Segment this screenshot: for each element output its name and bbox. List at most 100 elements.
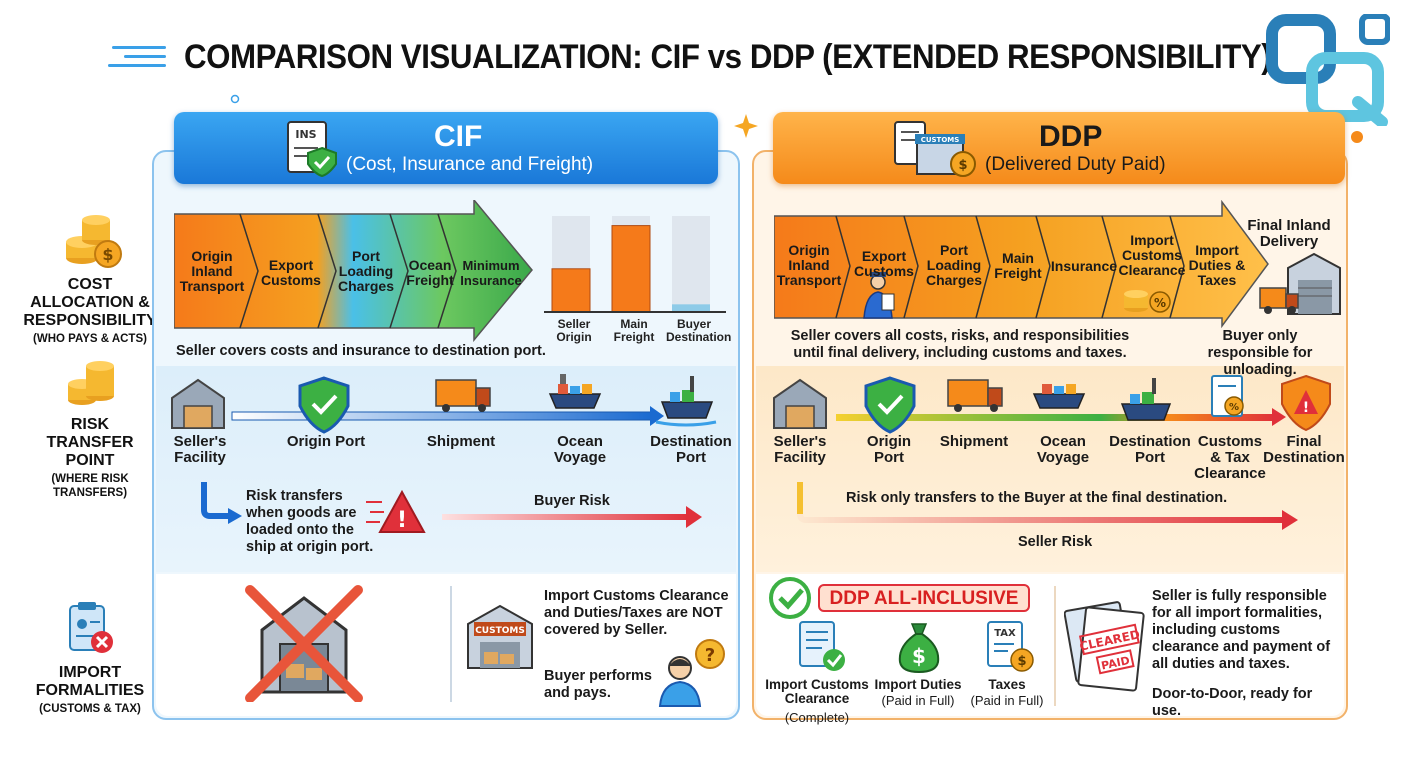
- cif-seg-min-insurance: Minimum Insurance: [460, 258, 522, 288]
- svg-text:%: %: [1229, 402, 1239, 413]
- clipboard-icon: [69, 602, 113, 653]
- svg-text:CUSTOMS: CUSTOMS: [475, 626, 525, 636]
- cif-risk-diagram: !: [171, 374, 717, 533]
- cif-bar-2: [672, 304, 710, 312]
- cif-bar-label-seller: Seller Origin: [556, 317, 592, 344]
- sparkle-icon: [734, 114, 758, 138]
- ddp-step-seller-facility: Seller's Facility: [773, 433, 827, 466]
- shield-check-icon: [864, 376, 916, 434]
- ddp-final-inland: Final Inland Delivery: [1247, 217, 1331, 250]
- tax-receipt-icon: TAX $: [987, 621, 1034, 672]
- warehouse-icon: [773, 378, 827, 429]
- cif-import-divider: [450, 586, 452, 702]
- coin-stack-icon: [68, 361, 114, 405]
- tax-document-icon: %: [1211, 375, 1244, 417]
- ddp-import-note2: Door-to-Door, ready for use.: [1152, 686, 1313, 719]
- cif-bar-1: [611, 225, 651, 313]
- cif-step-shipment: Shipment: [426, 433, 496, 450]
- ddp-item-customs-sub: (Complete): [784, 710, 850, 725]
- delivery-warehouse-icon: [1259, 252, 1341, 315]
- svg-text:PAID: PAID: [1100, 654, 1131, 673]
- customs-office-icon: CUSTOMS: [467, 604, 533, 669]
- customs-officer-icon: [863, 272, 895, 319]
- cif-risk-note: Risk transfers when goods are loaded ont…: [246, 488, 374, 555]
- cif-seg-export-customs: Export Customs: [261, 257, 321, 288]
- cif-header-subtitle: (Cost, Insurance and Freight): [346, 154, 594, 175]
- cleared-paid-documents-icon: CLEARED PAID: [1064, 601, 1145, 692]
- ddp-seg-import-customs: Import Customs Clearance: [1118, 232, 1186, 278]
- row-label-import: IMPORT FORMALITIES: [35, 664, 145, 699]
- svg-text:%: %: [1154, 296, 1166, 310]
- ddp-import-divider: [1054, 586, 1056, 706]
- ddp-seg-origin-inland: Origin Inland Transport: [776, 242, 842, 288]
- ddp-step-destination-port: Destination Port: [1109, 433, 1191, 466]
- ddp-all-inclusive-label: DDP ALL-INCLUSIVE: [829, 588, 1019, 609]
- warning-icon: !: [366, 489, 426, 533]
- svg-text:$: $: [912, 644, 926, 668]
- ddp-risk-diagram: % !: [773, 374, 1331, 530]
- cif-step-seller-facility: Seller's Facility: [173, 433, 227, 466]
- ddp-seller-risk: Seller Risk: [1018, 534, 1093, 550]
- ddp-step-shipment: Shipment: [939, 433, 1009, 450]
- ddp-seg-main-freight: Main Freight: [994, 250, 1042, 281]
- svg-text:TAX: TAX: [994, 628, 1016, 639]
- destination-ship-icon: [1120, 378, 1172, 421]
- ddp-step-ocean-voyage: Ocean Voyage: [1036, 433, 1090, 466]
- ddp-header: CUSTOMS $ DDP (Delivered Duty Paid): [773, 112, 1345, 184]
- ddp-item-duties-sub: (Paid in Full): [881, 693, 955, 708]
- page-title: COMPARISON VISUALIZATION: CIF vs DDP (EX…: [184, 38, 1272, 76]
- svg-text:CUSTOMS: CUSTOMS: [921, 136, 960, 144]
- coins-percent-icon: %: [1124, 290, 1171, 313]
- svg-text:!: !: [1303, 400, 1309, 416]
- cif-bar-0: [551, 268, 591, 313]
- check-circle-icon: [769, 577, 811, 619]
- cif-cost-bars: [544, 216, 726, 313]
- coins-icon: $: [66, 215, 122, 268]
- cif-bar-label-main: Main Freight: [613, 317, 655, 344]
- ddp-step-customs-tax: Customs & Tax Clearance: [1194, 433, 1266, 482]
- ddp-item-customs: Import Customs Clearance: [765, 677, 869, 706]
- ddp-item-taxes-sub: (Paid in Full): [970, 693, 1044, 708]
- money-bag-icon: $: [898, 623, 940, 674]
- ddp-seg-export-customs: Export Customs: [854, 248, 914, 279]
- svg-text:!: !: [397, 508, 407, 533]
- cif-buyer-risk: Buyer Risk: [534, 493, 610, 509]
- cif-step-destination-port: Destination Port: [650, 433, 732, 466]
- cif-seg-ocean-freight: Ocean Freight: [406, 257, 454, 288]
- cif-import-note2: Buyer performs and pays.: [544, 668, 652, 701]
- row-label-cost: COST ALLOCATION & RESPONSIBILITY: [23, 276, 157, 329]
- row-sub-import: (CUSTOMS & TAX): [39, 703, 141, 715]
- dot-icon: [1351, 131, 1363, 143]
- ddp-seg-import-duties: Import Duties & Taxes: [1188, 242, 1246, 288]
- cif-header-title: CIF: [434, 120, 483, 153]
- customs-building-icon: CUSTOMS $: [894, 121, 976, 177]
- ddp-seg-insurance: Insurance: [1050, 258, 1118, 274]
- ddp-buyer-note: Buyer only responsible for unloading.: [1207, 328, 1313, 378]
- row-sub-cost: (WHO PAYS & ACTS): [33, 333, 147, 345]
- cif-cost-arrow: [174, 200, 533, 342]
- destination-ship-icon: [655, 376, 717, 427]
- ddp-seg-port-loading: Port Loading Charges: [925, 242, 983, 288]
- svg-text:INS: INS: [295, 128, 316, 141]
- cif-seg-origin-inland: Origin Inland Transport: [179, 248, 245, 294]
- cif-cost-note: Seller covers costs and insurance to des…: [176, 343, 546, 359]
- ddp-item-duties: Import Duties: [874, 677, 962, 692]
- cif-header: INS CIF (Cost, Insurance and Freight): [174, 112, 718, 184]
- ship-icon: [548, 374, 602, 409]
- ddp-all-inclusive-badge: [818, 584, 1030, 612]
- svg-text:?: ?: [705, 645, 715, 666]
- ddp-risk-note: Risk only transfers to the Buyer at the …: [846, 490, 1228, 506]
- shield-check-icon: [298, 376, 350, 434]
- ddp-cost-note: Seller covers all costs, risks, and resp…: [790, 328, 1130, 361]
- ddp-header-subtitle: (Delivered Duty Paid): [985, 154, 1166, 175]
- buyer-question-icon: ?: [658, 639, 725, 707]
- ddp-step-origin-port: Origin Port: [866, 433, 912, 466]
- cif-bar-label-buyer: Buyer Destination: [666, 317, 732, 344]
- truck-icon: [435, 379, 491, 412]
- crossed-warehouse-icon: [245, 585, 363, 702]
- alert-shield-icon: !: [1281, 374, 1331, 432]
- insurance-document-icon: INS: [287, 121, 337, 178]
- cif-step-ocean-voyage: Ocean Voyage: [553, 433, 607, 466]
- svg-text:$: $: [1017, 654, 1026, 669]
- cif-import-note: Import Customs Clearance and Duties/Taxe…: [544, 588, 729, 638]
